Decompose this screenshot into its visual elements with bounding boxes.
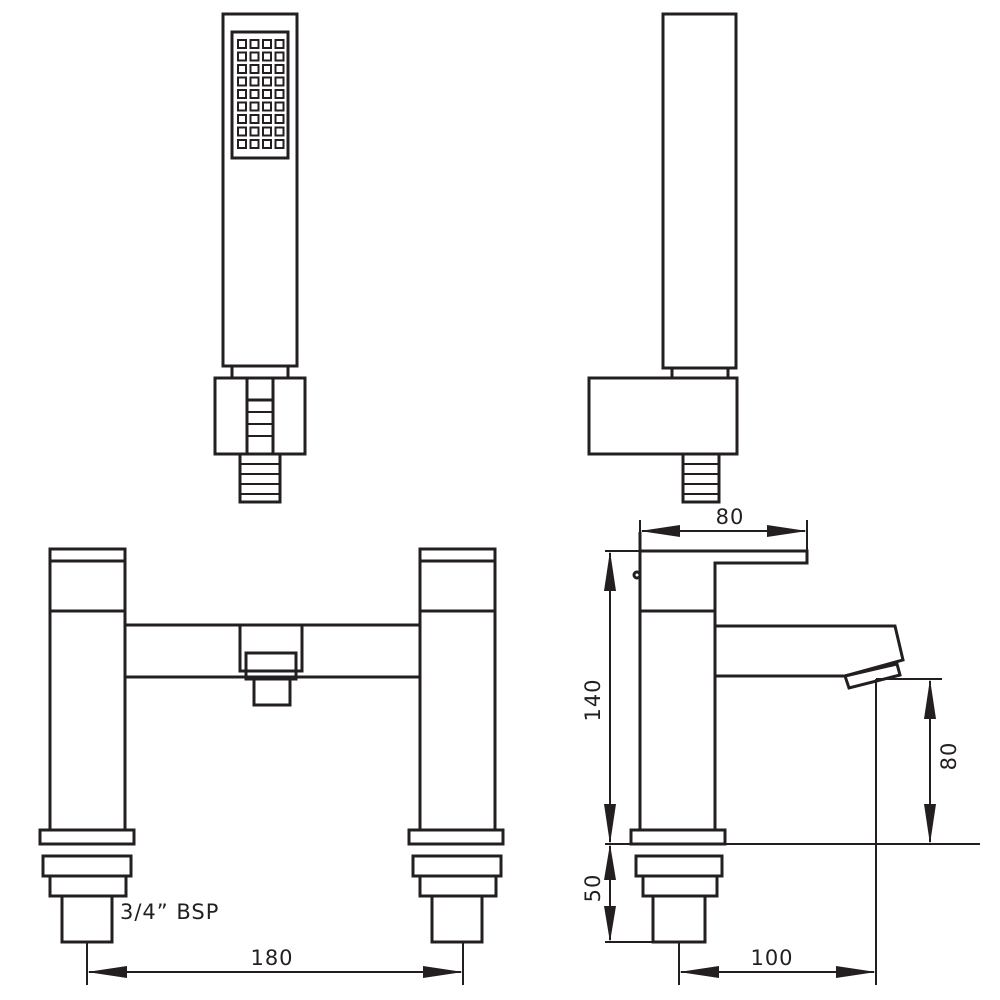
shower-head-nozzle-grid xyxy=(237,39,285,149)
nozzle xyxy=(249,39,260,49)
nozzle xyxy=(237,114,247,124)
nozzle xyxy=(237,139,247,149)
nozzle xyxy=(262,76,272,87)
nozzle xyxy=(262,101,272,112)
nozzle xyxy=(274,64,285,74)
dimension-label-depth: 100 xyxy=(750,946,793,970)
nozzle xyxy=(262,51,272,62)
dimension-label-spout-reach: 80 xyxy=(716,505,745,529)
nozzle xyxy=(274,76,285,87)
nozzle xyxy=(262,139,272,149)
connection-annotation: 3/4” BSP xyxy=(120,900,219,924)
nozzle xyxy=(274,39,285,49)
nozzle xyxy=(274,101,285,112)
dimension-label-overall-height: 140 xyxy=(581,678,605,721)
nozzle xyxy=(249,101,260,112)
dimension-label-centres: 180 xyxy=(250,946,293,970)
nozzle xyxy=(237,64,247,74)
nozzle xyxy=(262,39,272,49)
nozzle xyxy=(249,64,260,74)
nozzle xyxy=(274,114,285,124)
nozzle xyxy=(249,76,260,87)
nozzle xyxy=(237,126,247,137)
nozzle xyxy=(237,39,247,49)
nozzle xyxy=(274,51,285,62)
nozzle xyxy=(274,89,285,99)
dimension-tail-length: 50 xyxy=(581,844,653,943)
dimension-spout-height: 80 xyxy=(876,678,961,844)
dimension-label-spout-height: 80 xyxy=(937,742,961,771)
dimension-label-tail-length: 50 xyxy=(581,874,605,903)
nozzle xyxy=(262,64,272,74)
nozzle xyxy=(262,126,272,137)
dimension-depth: 100 xyxy=(678,679,877,985)
dimension-spout-reach: 80 xyxy=(639,505,808,551)
nozzle xyxy=(249,51,260,62)
nozzle xyxy=(249,126,260,137)
bath-filler-front-view xyxy=(38,547,505,944)
hand-shower-front-view xyxy=(213,12,307,504)
nozzle xyxy=(274,139,285,149)
hand-shower-side-view xyxy=(587,12,739,504)
nozzle xyxy=(262,89,272,99)
dimension-overall-height: 140 xyxy=(581,550,980,845)
nozzle xyxy=(249,89,260,99)
nozzle xyxy=(237,89,247,99)
nozzle xyxy=(262,114,272,124)
dimension-centres: 180 xyxy=(86,942,464,985)
nozzle xyxy=(237,51,247,62)
nozzle xyxy=(237,101,247,112)
nozzle xyxy=(249,139,260,149)
nozzle xyxy=(237,76,247,87)
nozzle xyxy=(274,126,285,137)
nozzle xyxy=(249,114,260,124)
bath-filler-side-view xyxy=(629,532,905,944)
